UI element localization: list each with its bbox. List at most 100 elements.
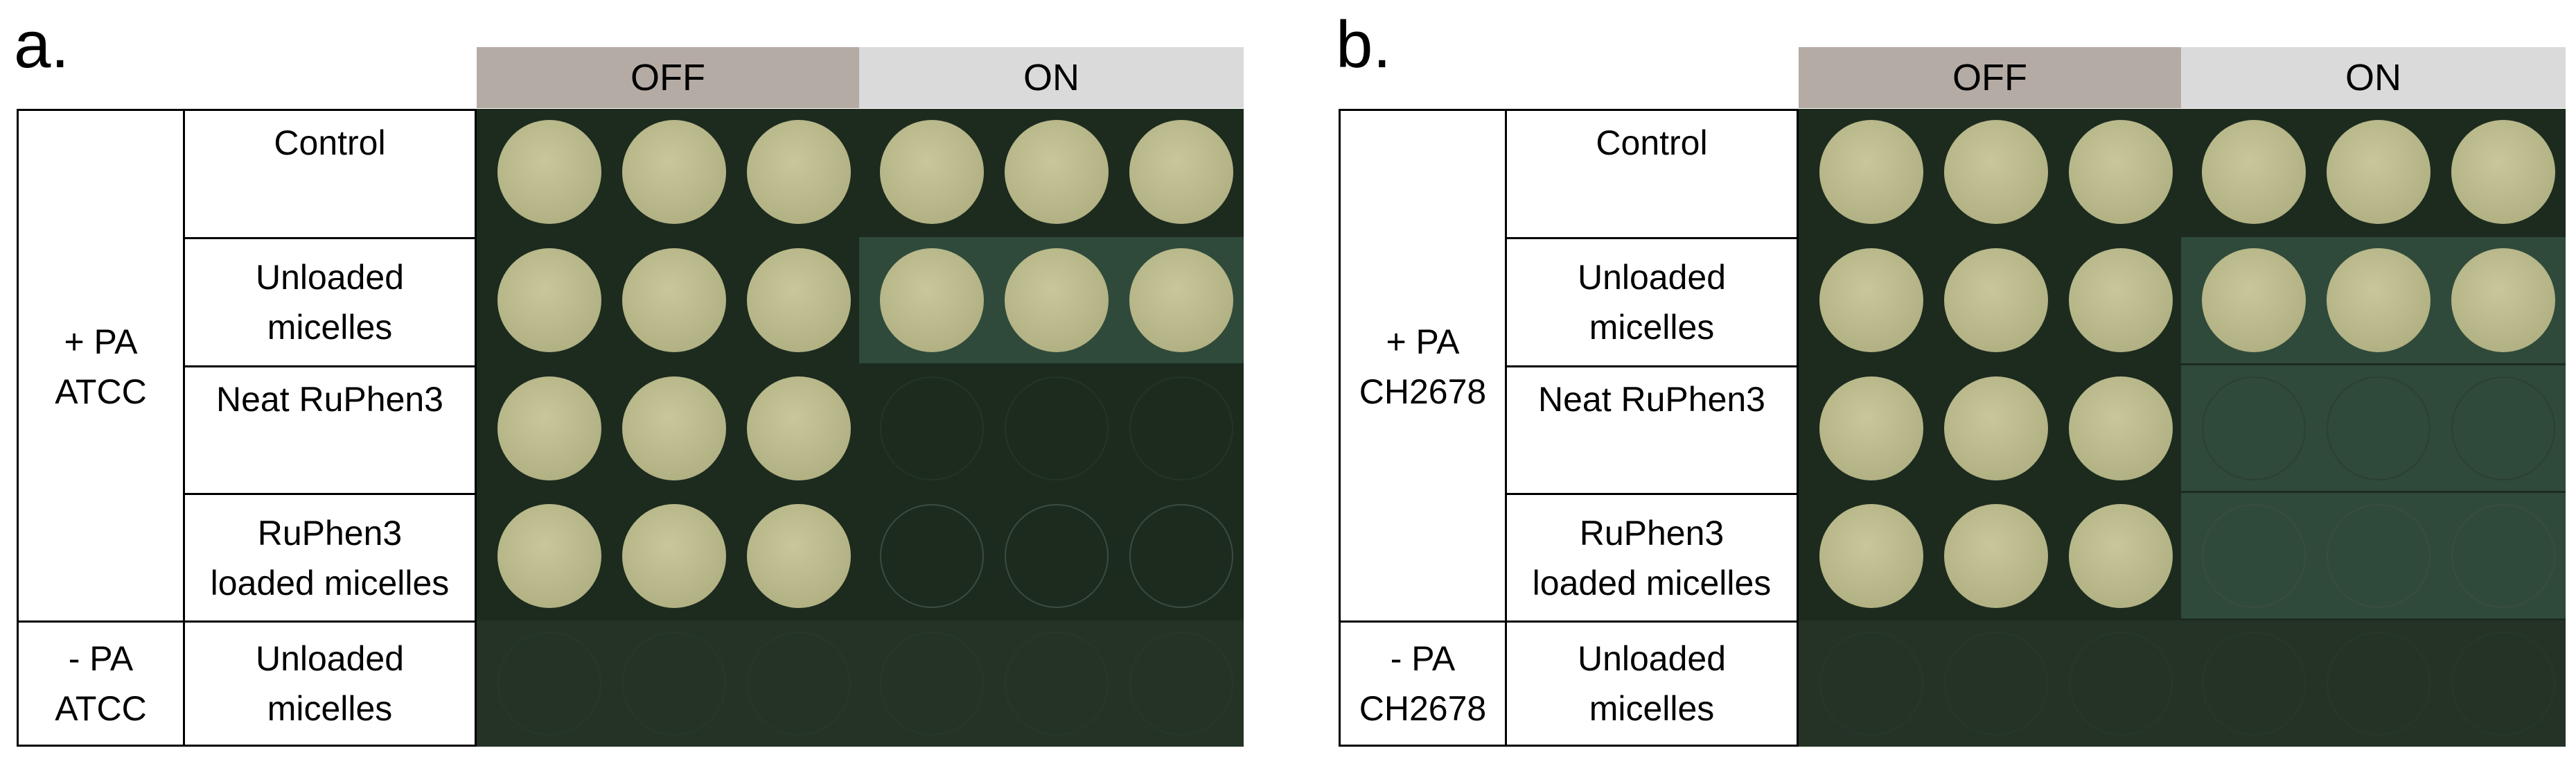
plate-on — [2181, 620, 2566, 747]
colony-spot — [1005, 632, 1109, 736]
colony-spot — [2451, 248, 2555, 352]
colony-spot — [747, 632, 851, 736]
colony-spot — [497, 120, 601, 224]
colony-spot — [1129, 120, 1233, 224]
divider — [185, 493, 475, 495]
colony-spot — [1819, 632, 1923, 736]
divider — [1341, 620, 1797, 623]
plate-off — [1799, 620, 2181, 747]
panel-letter: b. — [1336, 8, 1392, 82]
colony-spot — [497, 248, 601, 352]
colony-spot — [2069, 503, 2173, 608]
row-label-neat: Neat RuPhen3 — [215, 380, 443, 419]
divider — [185, 237, 475, 239]
plate-row — [1799, 109, 2566, 235]
row-label-neat: Neat RuPhen3 — [1537, 380, 1765, 419]
colony-spot — [2069, 376, 2173, 480]
colony-spot — [2202, 248, 2306, 352]
colony-spot — [747, 376, 851, 480]
plate-on — [859, 237, 1244, 363]
colony-spot — [1944, 248, 2048, 352]
colony-spot — [1129, 632, 1233, 736]
plate-off — [1799, 237, 2181, 363]
colony-spot — [2451, 503, 2555, 608]
colony-spot — [2069, 120, 2173, 224]
panel-b: b. OFF ON + PA CH2678 - PA CH2678 Contro… — [1322, 0, 2576, 764]
plate-off — [1799, 109, 2181, 235]
colony-spot — [1005, 503, 1109, 608]
plate-off — [477, 109, 859, 235]
colony-spot — [747, 248, 851, 352]
plate-row — [1799, 365, 2566, 491]
plate-row — [477, 493, 1244, 618]
colony-spot — [2069, 632, 2173, 736]
colony-spot — [2202, 503, 2306, 608]
divider — [183, 111, 185, 745]
plate-on — [2181, 109, 2566, 235]
colony-spot — [880, 503, 984, 608]
row-label-unloaded: Unloaded micelles — [1577, 258, 1727, 347]
colony-spot — [1819, 120, 1923, 224]
row-label-control: Control — [1596, 123, 1708, 162]
plate-row — [1799, 237, 2566, 363]
plate-on — [859, 620, 1244, 747]
colony-spot — [2451, 376, 2555, 480]
group-label-plus: + PA ATCC — [55, 322, 147, 411]
plate-off — [477, 620, 859, 747]
divider — [1507, 365, 1797, 367]
plate-off — [477, 493, 859, 618]
colony-spot — [880, 376, 984, 480]
colony-spot — [880, 120, 984, 224]
divider — [1505, 111, 1507, 745]
colony-spot — [1944, 632, 2048, 736]
plate-row — [477, 365, 1244, 491]
row-label-loaded: RuPhen3 loaded micelles — [210, 513, 450, 602]
divider — [19, 620, 475, 623]
panel-letter: a. — [14, 8, 70, 82]
colony-spot — [497, 503, 601, 608]
colony-spot — [622, 503, 726, 608]
colony-spot — [497, 632, 601, 736]
colony-spot — [1129, 376, 1233, 480]
colony-spot — [1944, 503, 2048, 608]
colony-spot — [2202, 376, 2306, 480]
row-label-unloaded: Unloaded micelles — [255, 258, 405, 347]
colony-spot — [1944, 120, 2048, 224]
colony-spot — [2202, 632, 2306, 736]
row-label-control: Control — [274, 123, 386, 162]
colony-spot — [2451, 120, 2555, 224]
colony-spot — [1819, 248, 1923, 352]
colony-spot — [1944, 376, 2048, 480]
header-off: OFF — [1799, 47, 2181, 108]
row-label-unloaded-minus: Unloaded micelles — [255, 639, 405, 728]
plate-grid — [1799, 109, 2566, 747]
divider — [1507, 237, 1797, 239]
colony-spot — [2327, 376, 2431, 480]
divider — [1507, 493, 1797, 495]
plate-on — [2181, 365, 2566, 491]
plate-row — [477, 109, 1244, 235]
colony-spot — [497, 376, 601, 480]
colony-spot — [622, 120, 726, 224]
colony-spot — [2327, 120, 2431, 224]
plate-row — [1799, 620, 2566, 747]
colony-spot — [622, 248, 726, 352]
plate-off — [477, 237, 859, 363]
colony-spot — [2327, 248, 2431, 352]
colony-spot — [1819, 503, 1923, 608]
colony-spot — [2069, 248, 2173, 352]
colony-spot — [747, 120, 851, 224]
colony-spot — [1129, 248, 1233, 352]
group-label-minus: - PA ATCC — [55, 639, 147, 728]
colony-spot — [2327, 632, 2431, 736]
plate-row — [477, 620, 1244, 747]
plate-grid — [477, 109, 1244, 747]
header-off: OFF — [477, 47, 859, 108]
header-on: ON — [2181, 47, 2566, 108]
colony-spot — [1005, 120, 1109, 224]
row-label-loaded: RuPhen3 loaded micelles — [1532, 513, 1772, 602]
plate-off — [477, 365, 859, 491]
label-table: + PA CH2678 - PA CH2678 Control Unloaded… — [1339, 109, 1799, 747]
colony-spot — [2451, 632, 2555, 736]
row-label-unloaded-minus: Unloaded micelles — [1577, 639, 1727, 728]
